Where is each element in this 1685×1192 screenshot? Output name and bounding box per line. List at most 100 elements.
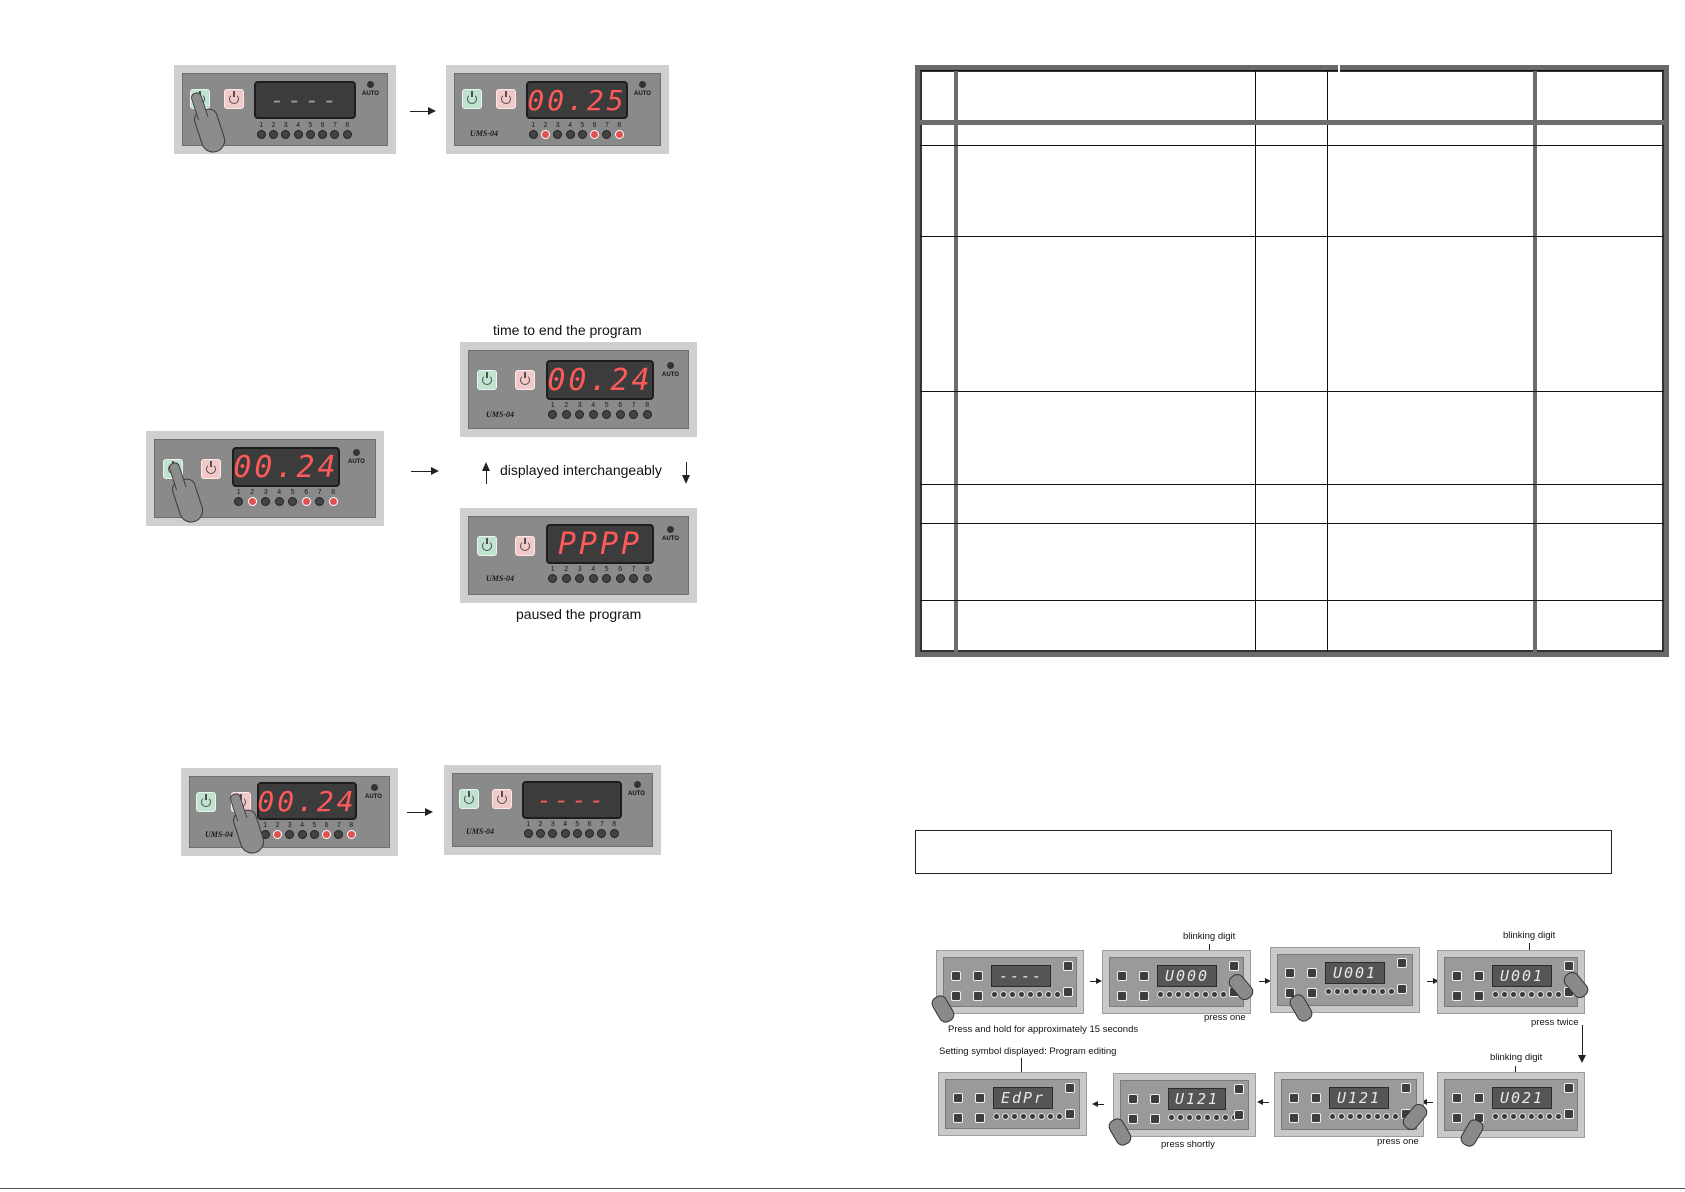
step-arrow <box>1427 978 1439 984</box>
power-icon <box>201 794 211 807</box>
transition-arrow <box>410 107 436 115</box>
power-on-button[interactable] <box>477 370 497 390</box>
model-label: UMS-04 <box>486 574 515 583</box>
power-icon <box>464 791 474 804</box>
up-arrow-icon <box>482 462 492 484</box>
step-display: U121 <box>1329 1087 1389 1109</box>
power-icon <box>501 91 511 104</box>
setup-step-5: U021 <box>1437 1072 1585 1150</box>
power-off-button[interactable] <box>201 459 221 479</box>
auto-led <box>639 81 646 88</box>
paused-caption: paused the program <box>516 606 642 622</box>
panel-display: 00.24 <box>257 782 357 820</box>
power-off-button[interactable] <box>515 370 535 390</box>
display-value: 00.25 <box>527 83 627 117</box>
auto-label: AUTO <box>365 794 382 800</box>
program-leds: 1 2 3 4 5 6 7 8 <box>259 822 357 839</box>
display-value: 00.24 <box>257 784 357 818</box>
panel-display: ---- <box>254 81 356 119</box>
setup-step-6: U121 <box>1274 1072 1431 1137</box>
step-display: EdPr <box>993 1087 1053 1109</box>
setup-step-4: U001 <box>1437 950 1592 1014</box>
power-icon <box>497 791 507 804</box>
program-leds: 1 2 3 4 5 6 7 8 <box>232 489 340 506</box>
step-display: U000 <box>1157 965 1217 987</box>
program-leds: 1 2 3 4 5 6 7 8 <box>522 821 620 838</box>
step-display: U121 <box>1168 1088 1226 1110</box>
auto-label: AUTO <box>348 459 365 465</box>
power-on-button[interactable] <box>477 536 497 556</box>
display-value: PPPP <box>557 526 643 562</box>
power-icon <box>206 461 216 474</box>
displayed-interchangeably-caption: displayed interchangeably <box>500 462 662 478</box>
auto-label: AUTO <box>634 91 651 97</box>
step-1-caption: Press and hold for approximately 15 seco… <box>948 1024 1139 1035</box>
auto-label: AUTO <box>362 91 379 97</box>
power-on-button[interactable] <box>459 789 479 809</box>
step-display: U001 <box>1492 965 1552 987</box>
power-off-button[interactable] <box>496 89 516 109</box>
program-leds: 1 2 3 4 5 6 7 8 <box>546 566 654 583</box>
control-panel-stopped: ---- AUTO UMS-04 1 2 3 4 5 6 7 8 <box>444 765 661 855</box>
control-panel-running: 00.24 AUTO 1 2 3 4 5 6 7 8 <box>146 431 384 526</box>
step-arrow <box>1259 978 1271 984</box>
model-label: UMS-04 <box>205 830 234 839</box>
note-box <box>915 830 1612 874</box>
panel-display: 00.24 <box>232 447 340 487</box>
page-bottom-rule <box>0 1188 1685 1189</box>
display-value: 00.24 <box>233 449 339 485</box>
blinking-digit-label: blinking digit <box>1183 931 1236 942</box>
display-value: 00.24 <box>547 362 653 398</box>
next-row-arrow <box>1578 1025 1586 1063</box>
step-4-caption: press twice <box>1531 1017 1579 1028</box>
step-arrow <box>1257 1099 1269 1105</box>
panel-display: 00.25 <box>526 81 628 119</box>
model-label: UMS-04 <box>486 410 515 419</box>
step-display: U001 <box>1325 962 1385 984</box>
down-arrow-icon <box>682 462 692 484</box>
program-leds: 1 2 3 4 5 6 7 8 <box>255 122 353 139</box>
setup-step-1: ---- <box>929 950 1084 1026</box>
panel-display: 00.24 <box>546 360 654 400</box>
step-6-caption: press one <box>1377 1136 1419 1147</box>
step-2-caption: press one <box>1204 1012 1246 1023</box>
blinking-digit-label: blinking digit <box>1503 930 1556 941</box>
auto-led <box>634 781 641 788</box>
control-panel-stopping: 00.24 AUTO UMS-04 1 2 3 4 5 6 7 8 <box>181 768 398 857</box>
settings-table <box>915 65 1669 657</box>
time-to-end-caption: time to end the program <box>493 322 642 338</box>
panel-display: PPPP <box>546 524 654 564</box>
power-icon <box>520 372 530 385</box>
step-display: U021 <box>1492 1087 1552 1109</box>
control-panel-time: 00.24 AUTO UMS-04 1 2 3 4 5 6 7 8 <box>460 342 697 437</box>
auto-label: AUTO <box>628 791 645 797</box>
program-leds: 1 2 3 4 5 6 7 8 <box>527 122 625 139</box>
transition-arrow <box>411 467 439 475</box>
setup-step-8: EdPr <box>938 1072 1087 1136</box>
step-arrow <box>1090 978 1102 984</box>
step-arrow <box>1092 1101 1104 1107</box>
step-display: ---- <box>991 965 1051 987</box>
auto-led <box>367 81 374 88</box>
power-icon <box>229 91 239 104</box>
auto-label: AUTO <box>662 372 679 378</box>
control-panel-off: ---- AUTO 1 2 3 4 5 6 7 8 <box>174 65 396 156</box>
transition-arrow <box>407 808 433 816</box>
auto-led <box>667 526 674 533</box>
power-off-button[interactable] <box>224 89 244 109</box>
panel-display: ---- <box>522 781 622 819</box>
power-icon <box>520 538 530 551</box>
power-icon <box>467 91 477 104</box>
power-on-button[interactable] <box>196 792 216 812</box>
power-off-button[interactable] <box>492 789 512 809</box>
blinking-digit-label: blinking digit <box>1490 1052 1543 1063</box>
power-off-button[interactable] <box>515 536 535 556</box>
auto-label: AUTO <box>662 536 679 542</box>
display-value: ---- <box>270 86 340 114</box>
step-arrow <box>1421 1099 1433 1105</box>
power-on-button[interactable] <box>462 89 482 109</box>
model-label: UMS-04 <box>470 129 499 138</box>
setup-step-2: U000 <box>1102 950 1257 1014</box>
power-icon <box>482 538 492 551</box>
display-value: ---- <box>537 786 607 814</box>
